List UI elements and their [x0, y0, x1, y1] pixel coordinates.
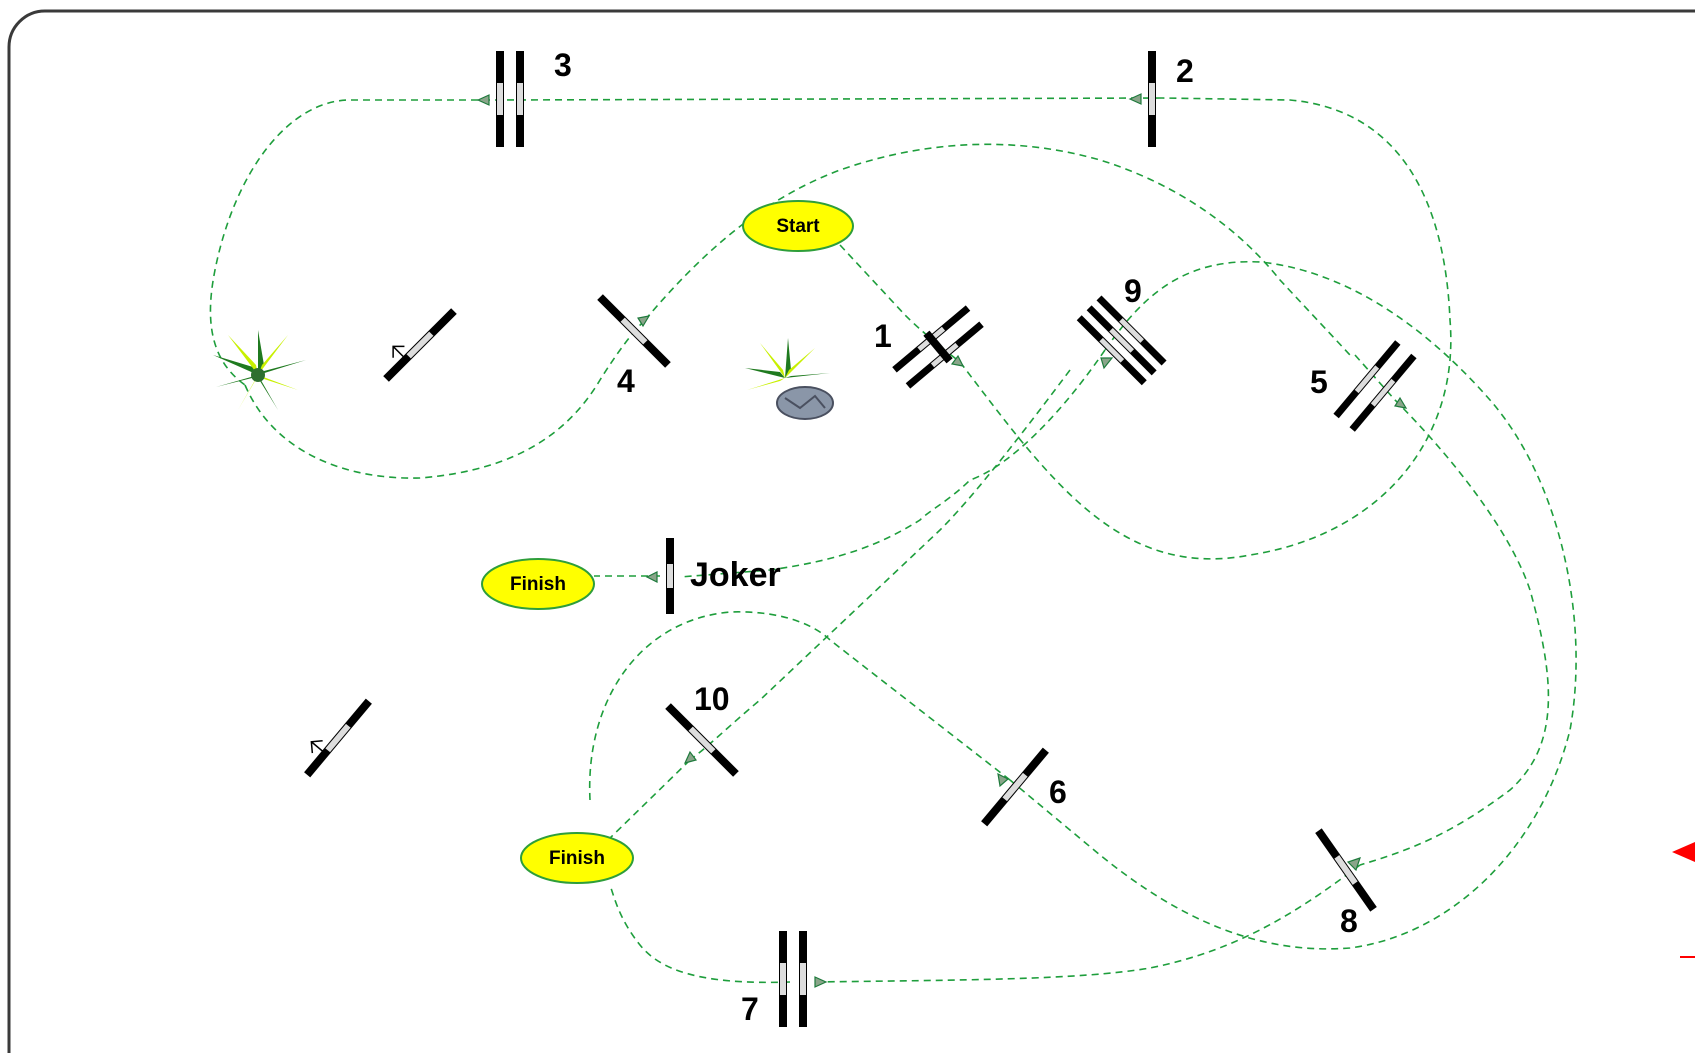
obstacle-8	[1315, 828, 1377, 912]
red-arrow-indicator	[1672, 842, 1695, 862]
arrow-7	[814, 976, 828, 988]
arrow-9	[1100, 357, 1114, 370]
route-6-to-9	[1009, 261, 1577, 950]
arrow-4	[637, 315, 651, 328]
obstacle-5	[1333, 340, 1417, 432]
label-obstacle-6: 6	[1049, 774, 1067, 810]
obstacle-7	[779, 931, 807, 1027]
label-obstacle-3: 3	[554, 47, 572, 83]
route-start-to-1	[839, 244, 961, 363]
obstacle-joker	[666, 538, 674, 614]
start-oval: Start	[742, 200, 854, 252]
label-obstacle-9: 9	[1124, 273, 1142, 309]
route-finish-to-6	[588, 611, 1011, 801]
route-5-to-8	[1354, 354, 1550, 866]
route-7-to-finish	[609, 884, 791, 984]
route-1-to-5	[959, 97, 1452, 560]
route-8-to-7	[814, 864, 1361, 983]
arrow-2	[1128, 93, 1142, 105]
obstacle-4	[597, 294, 671, 368]
obstacle-10	[665, 703, 739, 777]
plant-icon	[213, 330, 306, 410]
practice-fence-bottom	[304, 698, 372, 778]
label-obstacle-4: 4	[617, 363, 635, 399]
label-obstacle-10: 10	[694, 681, 730, 717]
arrow-3	[476, 94, 490, 106]
arrow-10	[683, 750, 698, 764]
label-obstacle-5: 5	[1310, 364, 1328, 400]
finish-left-label: Finish	[510, 574, 566, 595]
route-10-to-finish	[607, 759, 691, 841]
plant-with-rock-icon	[745, 338, 834, 420]
route-9-to-10	[689, 369, 1071, 761]
obstacle-3	[496, 51, 524, 147]
label-obstacle-2: 2	[1176, 53, 1194, 89]
start-label: Start	[776, 216, 820, 237]
obstacle-9	[1076, 295, 1167, 386]
route-9-to-joker	[679, 349, 1106, 578]
label-obstacle-1: 1	[874, 318, 892, 354]
arrow-1	[950, 354, 965, 367]
route-direction-arrows	[476, 93, 1408, 988]
arena-border	[7, 9, 1695, 1058]
route-plant-to-4	[244, 319, 646, 479]
arrow-6	[997, 772, 1010, 788]
arrow-joker	[645, 571, 658, 583]
route	[209, 97, 1577, 984]
label-joker: Joker	[690, 556, 781, 594]
finish-bottom-label: Finish	[549, 848, 605, 869]
label-obstacle-7: 7	[741, 991, 759, 1027]
obstacle-6	[981, 747, 1049, 827]
finish-oval-bottom: Finish	[520, 832, 634, 884]
arrow-8	[1346, 857, 1361, 872]
finish-oval-left: Finish	[481, 558, 595, 610]
practice-fence-top	[383, 308, 457, 382]
route-2-to-3	[209, 97, 1163, 386]
obstacle-1	[892, 305, 984, 389]
obstacle-2	[1148, 51, 1156, 147]
label-obstacle-8: 8	[1340, 903, 1358, 939]
route-4-to-5	[644, 143, 1351, 356]
arrow-5	[1394, 396, 1408, 409]
